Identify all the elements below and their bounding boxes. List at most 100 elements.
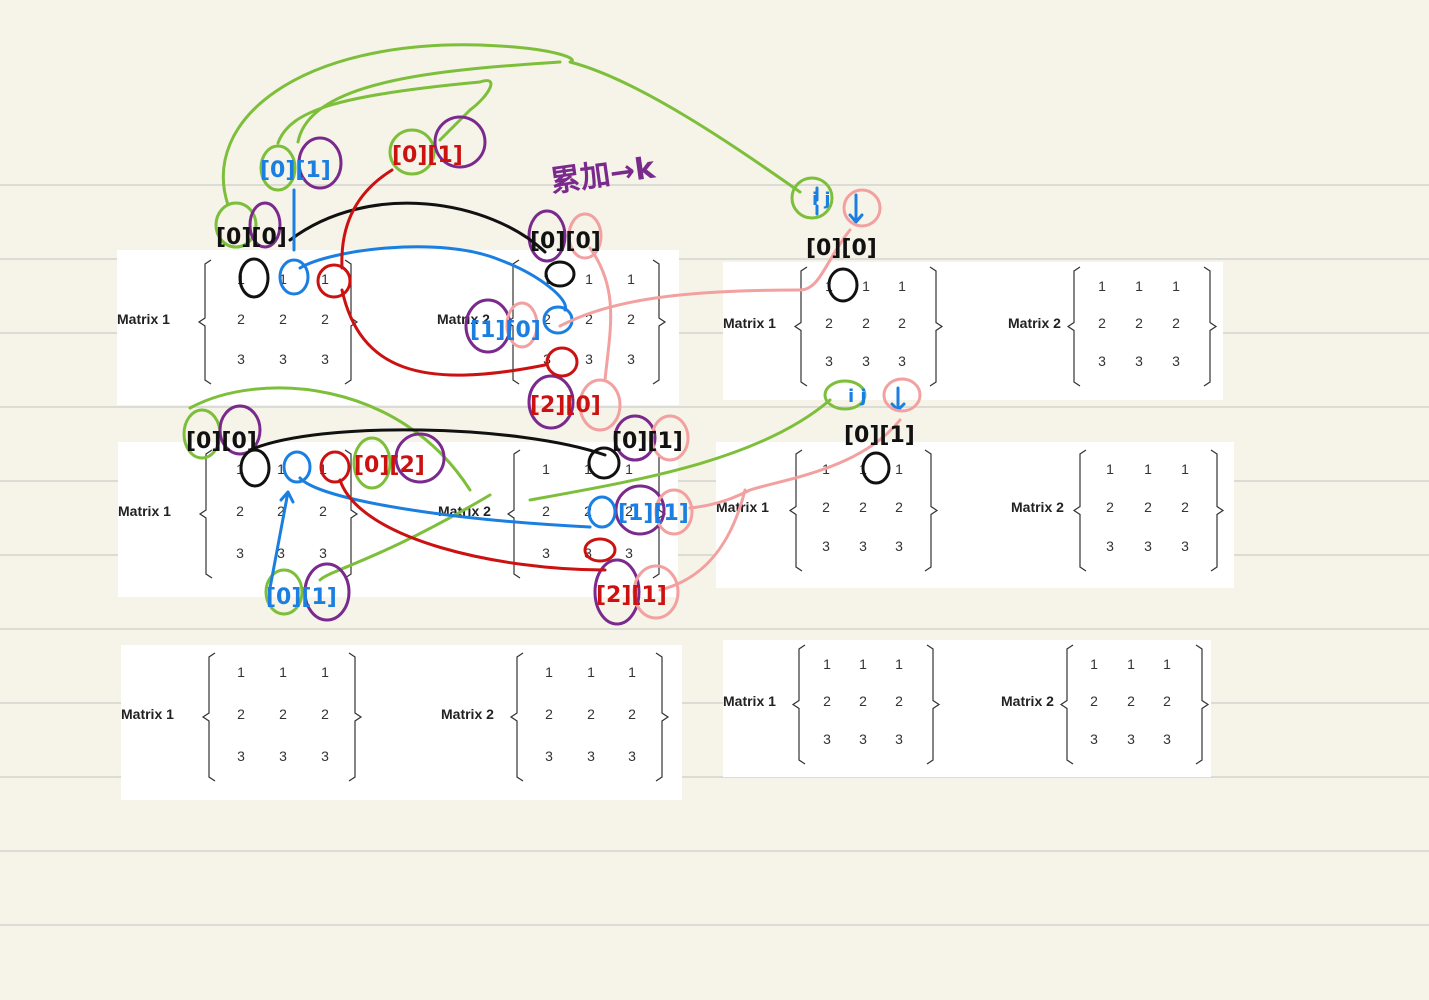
- matrix-cell: 1: [898, 278, 906, 294]
- matrix-cell: 1: [627, 271, 635, 287]
- matrix-cell: 2: [627, 311, 635, 327]
- matrix-cell: 2: [236, 503, 244, 519]
- matrix-cell: 3: [822, 538, 830, 554]
- notebook-rule-line: [0, 184, 1429, 186]
- matrix-cell: 2: [859, 499, 867, 515]
- matrix-cell: 3: [628, 748, 636, 764]
- matrix-cell: 1: [859, 656, 867, 672]
- green-loop-arc-2: [276, 79, 493, 145]
- matrix-cell: 1: [1163, 656, 1171, 672]
- matrix-cell: 3: [237, 351, 245, 367]
- notebook-rule-line: [0, 628, 1429, 630]
- matrix-cell: 2: [1135, 315, 1143, 331]
- purple-circle: [433, 115, 487, 169]
- matrix-2-label: Matrix 2: [437, 311, 490, 327]
- matrix-2-label: Matrix 2: [438, 503, 491, 519]
- matrix-cell: 1: [237, 271, 245, 287]
- matrix-cell: 3: [825, 353, 833, 369]
- matrix-cell: 3: [1098, 353, 1106, 369]
- idx-r1-m1-top: [0][0]: [216, 225, 287, 250]
- matrix-2-label: Matrix 2: [1001, 693, 1054, 709]
- green-circle: [214, 201, 258, 249]
- green-loop-arc-3: [296, 60, 562, 144]
- matrix-cell: 2: [543, 311, 551, 327]
- green-loop-arc: [221, 43, 802, 207]
- matrix-cell: 3: [1135, 353, 1143, 369]
- matrix-cell: 1: [545, 664, 553, 680]
- matrix-cell: 3: [587, 748, 595, 764]
- matrix-cell: 1: [628, 664, 636, 680]
- matrix-cell: 2: [321, 706, 329, 722]
- matrix-cell: 2: [1181, 499, 1189, 515]
- idx-r1-m1-red: [0][1]: [392, 143, 463, 168]
- matrix-brace: [791, 644, 941, 765]
- pink-circle: [842, 188, 882, 228]
- matrix-cell: 3: [543, 351, 551, 367]
- matrix-cell: 1: [825, 278, 833, 294]
- matrix-cell: 2: [545, 706, 553, 722]
- matrix-1-label: Matrix 1: [723, 693, 776, 709]
- matrix-cell: 1: [862, 278, 870, 294]
- matrix-cell: 2: [822, 499, 830, 515]
- matrix-cell: 2: [1098, 315, 1106, 331]
- matrix-cell: 3: [1172, 353, 1180, 369]
- matrix-cell: 3: [1181, 538, 1189, 554]
- matrix-brace: [509, 652, 670, 782]
- matrix-cell: 1: [237, 664, 245, 680]
- matrix-cell: 2: [862, 315, 870, 331]
- matrix-cell: 3: [1127, 731, 1135, 747]
- matrix-cell: 3: [585, 351, 593, 367]
- matrix-cell: 3: [895, 538, 903, 554]
- matrix-cell: 3: [898, 353, 906, 369]
- matrix-cell: 2: [1172, 315, 1180, 331]
- matrix-cell: 3: [236, 545, 244, 561]
- matrix-cell: 2: [1106, 499, 1114, 515]
- matrix-cell: 2: [625, 503, 633, 519]
- matrix-cell: 3: [627, 351, 635, 367]
- matrix-cell: 3: [542, 545, 550, 561]
- matrix-cell: 2: [1144, 499, 1152, 515]
- matrix-cell: 2: [1163, 693, 1171, 709]
- matrix-cell: 3: [321, 748, 329, 764]
- matrix-cell: 2: [237, 706, 245, 722]
- matrix-cell: 3: [859, 731, 867, 747]
- notebook-rule-line: [0, 776, 1429, 778]
- matrix-cell: 1: [279, 271, 287, 287]
- matrix-cell: 1: [1144, 461, 1152, 477]
- matrix-cell: 3: [1090, 731, 1098, 747]
- matrix-cell: 1: [321, 271, 329, 287]
- matrix-2-label: Matrix 2: [441, 706, 494, 722]
- matrix-cell: 2: [628, 706, 636, 722]
- matrix-cell: 3: [277, 545, 285, 561]
- matrix-cell: 1: [895, 656, 903, 672]
- matrix-cell: 2: [1090, 693, 1098, 709]
- matrix-cell: 2: [277, 503, 285, 519]
- matrix-cell: 1: [895, 461, 903, 477]
- matrix-cell: 3: [321, 351, 329, 367]
- matrix-cell: 1: [822, 461, 830, 477]
- matrix-cell: 2: [542, 503, 550, 519]
- purple-circle: [297, 136, 343, 190]
- purple-circle: [248, 201, 282, 249]
- matrix-cell: 3: [1144, 538, 1152, 554]
- matrix-cell: 1: [823, 656, 831, 672]
- matrix-cell: 1: [319, 461, 327, 477]
- matrix-cell: 1: [279, 664, 287, 680]
- matrix-cell: 2: [1127, 693, 1135, 709]
- matrix-cell: 2: [895, 499, 903, 515]
- matrix-cell: 3: [319, 545, 327, 561]
- matrix-cell: 2: [825, 315, 833, 331]
- matrix-cell: 2: [584, 503, 592, 519]
- matrix-cell: 2: [279, 311, 287, 327]
- matrix-cell: 1: [543, 271, 551, 287]
- matrix-cell: 3: [1163, 731, 1171, 747]
- notebook-rule-line: [0, 924, 1429, 926]
- matrix-cell: 1: [542, 461, 550, 477]
- matrix-cell: 3: [279, 748, 287, 764]
- matrix-cell: 1: [1127, 656, 1135, 672]
